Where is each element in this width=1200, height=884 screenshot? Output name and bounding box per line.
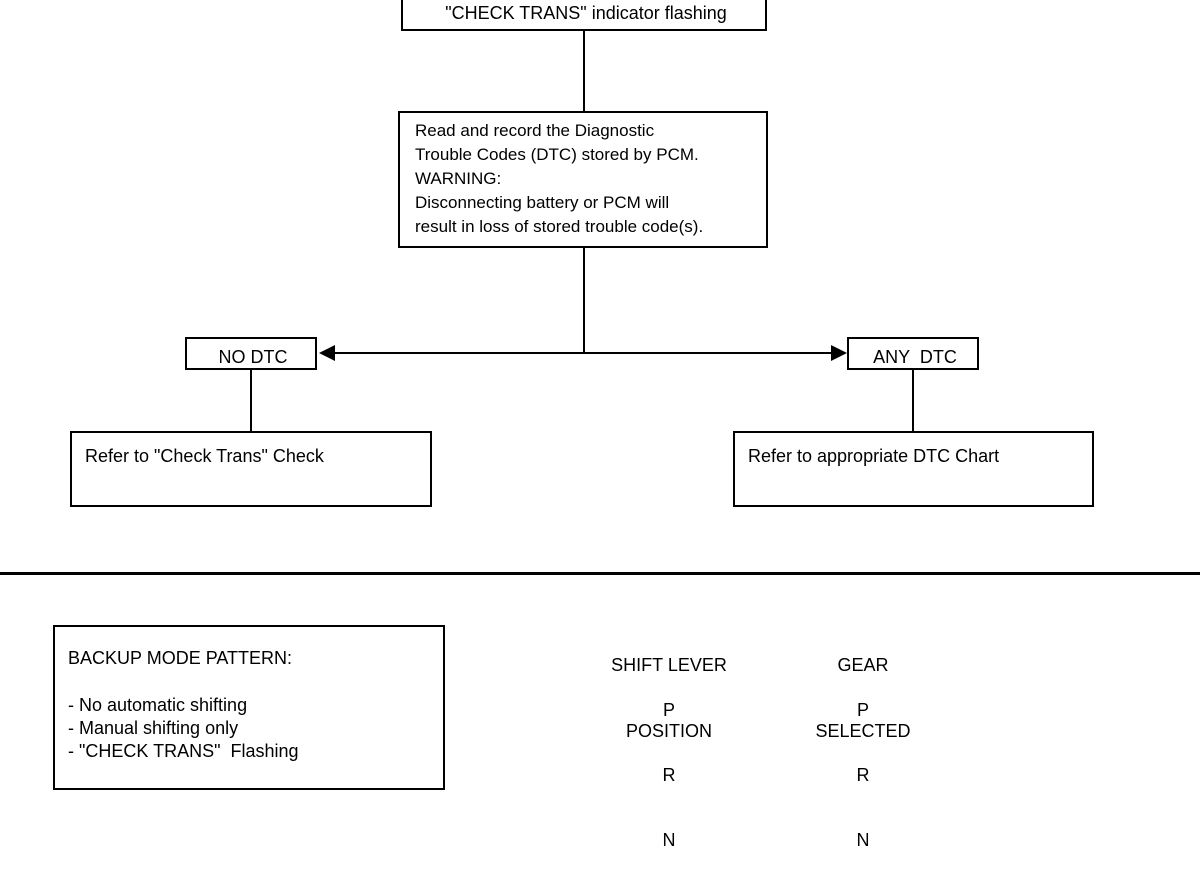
gear-table-col0-header-line1: SHIFT LEVER [611,655,727,675]
section-divider [0,572,1200,575]
gear-table-col0-header: SHIFT LEVER POSITION [583,610,755,786]
connector-no-dtc-to-refer [250,370,252,431]
node-read-record-dtc [398,111,768,248]
panel-backup-mode-pattern [53,625,445,790]
branch-arrowhead-right [831,345,847,361]
node-read-record-dtc-line4: Disconnecting battery or PCM will [415,193,670,212]
node-any-dtc-label: ANY DTC [873,347,957,367]
branch-line-left [333,352,584,354]
node-check-trans-indicator-label: "CHECK TRANS" indicator flashing [445,3,727,23]
gear-table-col1-header: GEAR SELECTED [777,610,949,786]
node-refer-dtc-chart-label: Refer to appropriate DTC Chart [748,446,1000,466]
node-any-dtc: ANY DTC [847,337,979,370]
backup-mode-item-0: - No automatic shifting [68,695,248,715]
node-refer-check-trans: Refer to "Check Trans" Check [70,431,432,507]
node-no-dtc-label: NO DTC [218,347,288,367]
node-read-record-dtc-line3: WARNING: [415,169,502,188]
node-refer-dtc-chart: Refer to appropriate DTC Chart [733,431,1094,507]
node-read-record-dtc-line5: result in loss of stored trouble code(s)… [415,217,704,236]
node-no-dtc: NO DTC [185,337,317,370]
gear-table-col1-header-line1: GEAR [837,655,889,675]
gear-table-col0-value-2: N [662,830,676,850]
gear-table-col1-header-line2: SELECTED [815,721,911,741]
connector-any-dtc-to-refer [912,370,914,431]
gear-table-col0-values: P R N D 3 2 L [583,657,755,884]
gear-table-col0-value-0: P [662,700,675,720]
gear-table-col1-value-2: N [856,830,870,850]
backup-mode-heading: BACKUP MODE PATTERN: [68,648,293,668]
backup-mode-item-1: - Manual shifting only [68,718,239,738]
gear-table-col1-value-1: R [856,765,870,785]
gear-table-col1-value-0: P [856,700,869,720]
branch-line-right [583,352,831,354]
connector-read-to-branch [583,248,585,354]
gear-table-col0-value-1: R [662,765,676,785]
node-read-record-dtc-line2: Trouble Codes (DTC) stored by PCM. [415,145,699,164]
backup-mode-item-2: - "CHECK TRANS" Flashing [68,741,299,761]
node-refer-check-trans-label: Refer to "Check Trans" Check [85,446,324,466]
node-read-record-dtc-line1: Read and record the Diagnostic [415,121,655,140]
connector-start-to-read [583,31,585,111]
branch-arrowhead-left [319,345,335,361]
gear-table-col0-header-line2: POSITION [625,721,712,741]
gear-table-col1-values: P R N 4 4 3 1 [777,657,949,884]
node-check-trans-indicator: "CHECK TRANS" indicator flashing [401,0,767,31]
